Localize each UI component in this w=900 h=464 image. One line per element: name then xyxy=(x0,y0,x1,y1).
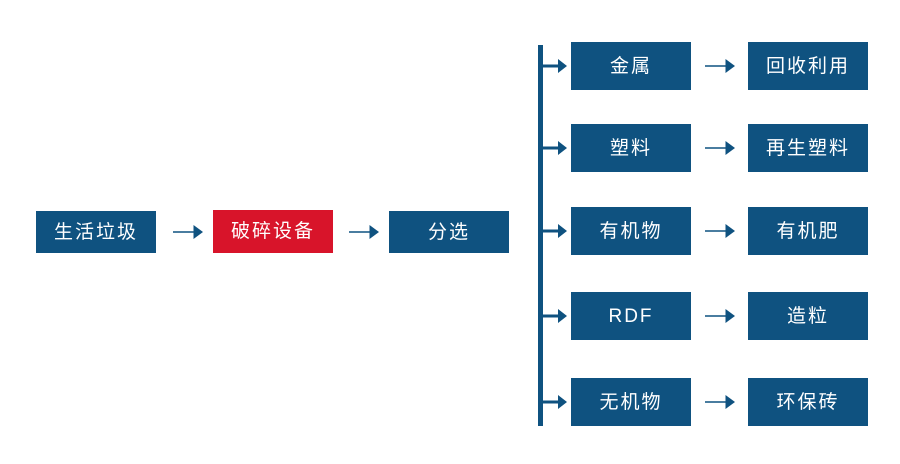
branch-material-node-5[interactable]: 无机物 xyxy=(571,378,691,426)
branch-material-label: 有机物 xyxy=(599,220,663,242)
branch-product-node-3[interactable]: 有机肥 xyxy=(748,207,868,255)
branch-product-label: 有机肥 xyxy=(776,220,840,242)
process-node-label: 生活垃圾 xyxy=(53,221,138,243)
process-node-crusher[interactable]: 破碎设备 xyxy=(213,210,333,253)
branch-material-node-3[interactable]: 有机物 xyxy=(571,207,691,255)
arrow-right-icon-branch-5 xyxy=(703,387,737,417)
branch-product-node-1[interactable]: 回收利用 xyxy=(748,42,868,90)
arrow-right-icon-branch-3 xyxy=(703,216,737,246)
branch-material-node-4[interactable]: RDF xyxy=(571,292,691,340)
arrow-right-icon-main-2 xyxy=(347,217,381,247)
branch-product-label: 造粒 xyxy=(786,305,829,327)
branch-product-node-2[interactable]: 再生塑料 xyxy=(748,124,868,172)
process-node-label: 破碎设备 xyxy=(230,221,315,242)
branch-arrow-right-icon-2 xyxy=(541,135,569,161)
vertical-trunk-line xyxy=(538,45,543,426)
branch-product-node-4[interactable]: 造粒 xyxy=(748,292,868,340)
branch-material-label: RDF xyxy=(608,305,654,327)
process-node-waste[interactable]: 生活垃圾 xyxy=(36,211,156,253)
process-node-label: 分选 xyxy=(427,221,470,243)
branch-material-label: 无机物 xyxy=(599,391,663,413)
branch-arrow-right-icon-1 xyxy=(541,53,569,79)
branch-arrow-right-icon-4 xyxy=(541,303,569,329)
arrow-right-icon-branch-2 xyxy=(703,133,737,163)
branch-arrow-right-icon-5 xyxy=(541,389,569,415)
branch-material-label: 塑料 xyxy=(609,137,652,159)
branch-product-label: 回收利用 xyxy=(765,55,850,77)
branch-product-label: 环保砖 xyxy=(776,391,840,413)
process-node-sorting[interactable]: 分选 xyxy=(389,211,509,253)
arrow-right-icon-branch-4 xyxy=(703,301,737,331)
branch-product-label: 再生塑料 xyxy=(765,137,850,159)
branch-product-node-5[interactable]: 环保砖 xyxy=(748,378,868,426)
branch-material-node-1[interactable]: 金属 xyxy=(571,42,691,90)
branch-material-node-2[interactable]: 塑料 xyxy=(571,124,691,172)
arrow-right-icon-main-1 xyxy=(171,217,205,247)
arrow-right-icon-branch-1 xyxy=(703,51,737,81)
branch-arrow-right-icon-3 xyxy=(541,218,569,244)
branch-material-label: 金属 xyxy=(609,55,652,77)
